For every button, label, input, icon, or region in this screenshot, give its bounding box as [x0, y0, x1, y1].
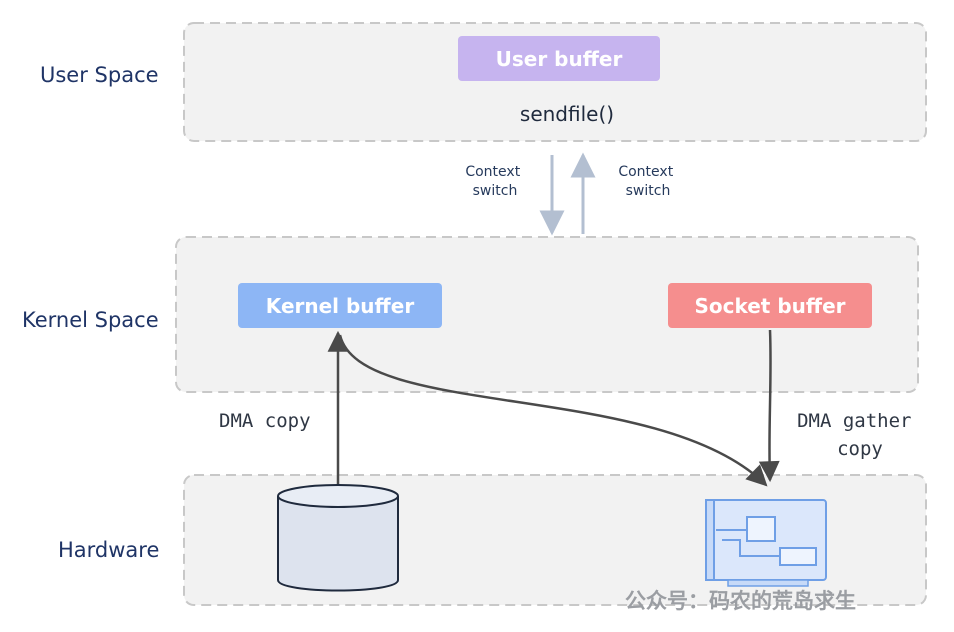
disk-drive-icon	[277, 484, 399, 592]
descriptor-arrow	[338, 334, 768, 487]
user-buffer-label: User buffer	[496, 47, 623, 71]
kernel-space-panel	[175, 236, 919, 393]
watermark: 公众号：码农的荒岛求生	[625, 589, 856, 613]
disk-body	[277, 496, 399, 592]
dma-gather-line1: DMA gather	[797, 410, 911, 432]
network-card-icon	[705, 499, 827, 587]
nic-trace	[716, 529, 780, 557]
kernel-buffer: Kernel buffer	[238, 283, 442, 328]
dma-arrows	[327, 329, 780, 490]
kernel-space-label: Kernel Space	[22, 308, 159, 332]
nic-chip-large	[746, 516, 776, 542]
nic-connector	[727, 579, 809, 587]
context-switch-up-label: Context switch	[618, 164, 677, 199]
context-switch-down-line2: switch	[473, 183, 518, 199]
sendfile-call-label: sendfile()	[520, 102, 614, 126]
context-switch-up-line2: switch	[626, 183, 671, 199]
context-switch-down-label: Context switch	[465, 164, 524, 199]
socket-buffer-label: Socket buffer	[694, 294, 845, 318]
dma-gather-label: DMA gather copy	[797, 410, 923, 460]
user-buffer: User buffer	[458, 36, 660, 81]
kernel-buffer-chip	[238, 283, 442, 328]
dma-gather-arrow	[758, 329, 780, 483]
socket-buffer: Socket buffer	[668, 283, 872, 328]
dma-copy-label: DMA copy	[219, 410, 311, 432]
user-buffer-chip	[458, 36, 660, 81]
nic-bracket	[705, 499, 715, 581]
hardware-label: Hardware	[58, 538, 159, 562]
nic-chip-small	[779, 547, 817, 566]
user-space-panel	[183, 22, 927, 142]
user-space-label: User Space	[40, 63, 159, 87]
dma-gather-line2: copy	[837, 438, 883, 460]
context-switch-up-line1: Context	[618, 164, 673, 180]
kernel-buffer-label: Kernel buffer	[266, 294, 415, 318]
socket-buffer-chip	[668, 283, 872, 328]
layer-labels: User Space Kernel Space Hardware	[22, 63, 159, 562]
context-switch-down-line1: Context	[465, 164, 520, 180]
disk-top	[277, 484, 399, 508]
context-switch-arrows: Context switch Context switch	[465, 152, 677, 236]
